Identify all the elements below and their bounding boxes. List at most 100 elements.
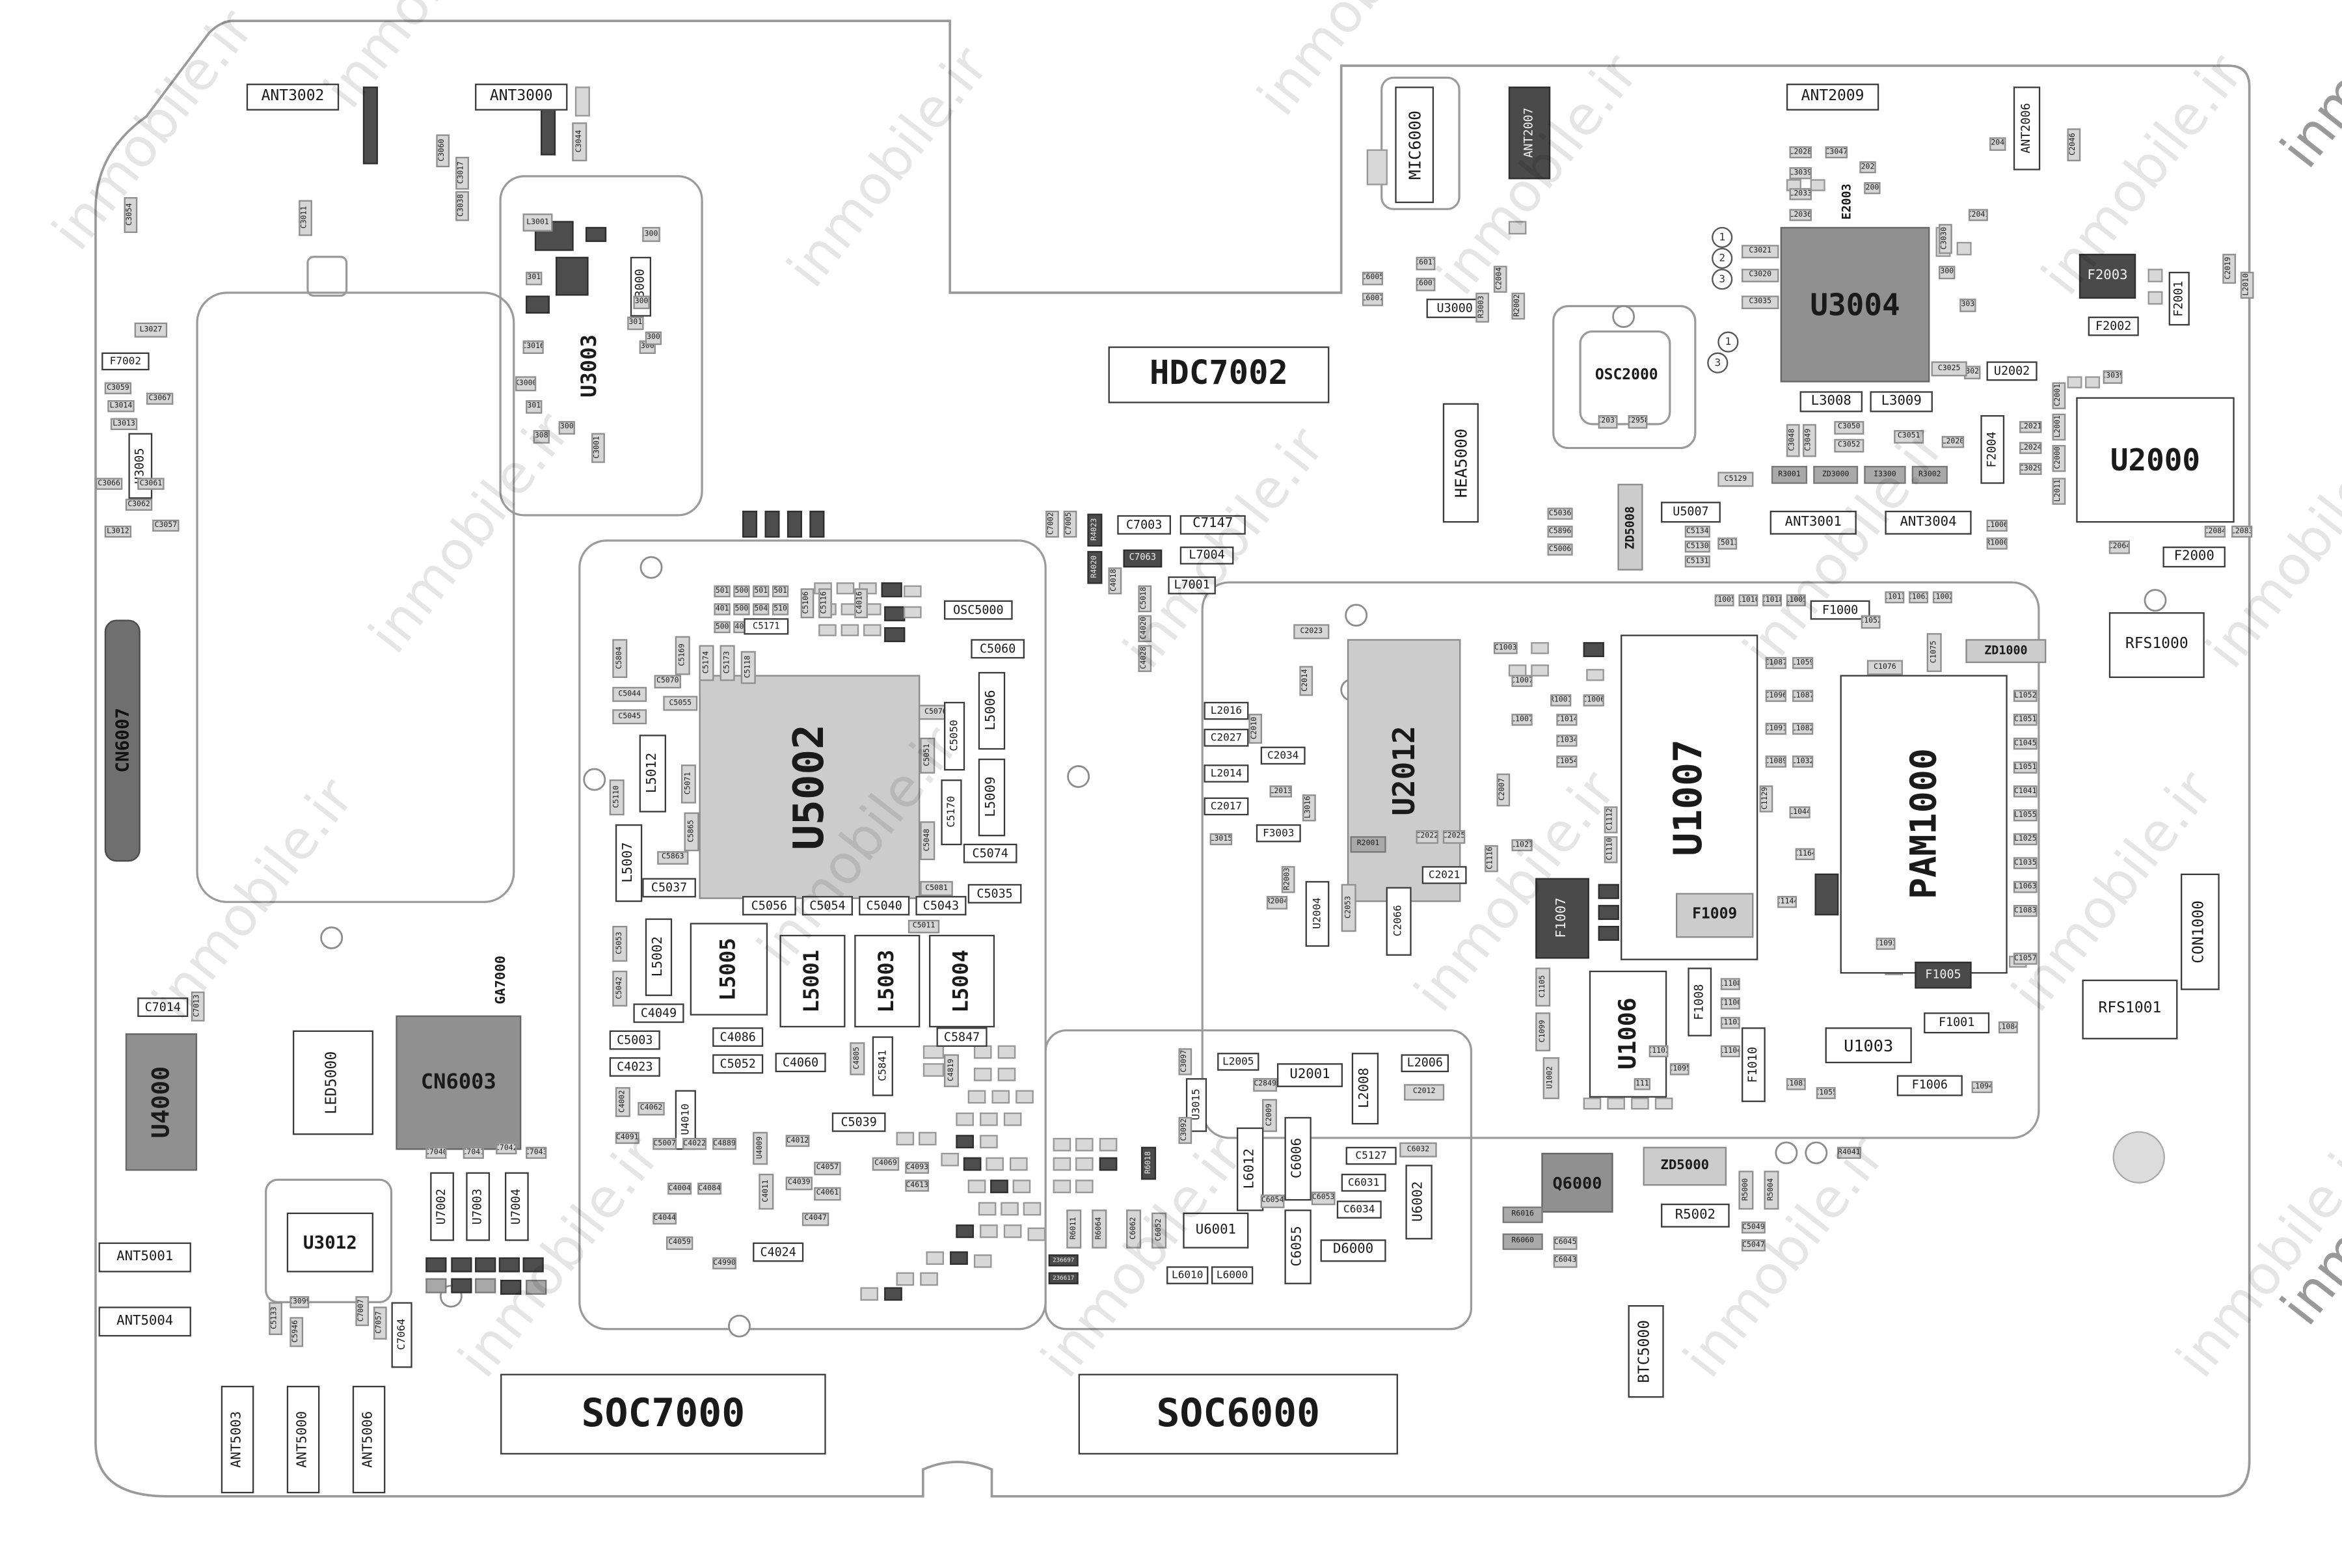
- component-label: F1008: [1692, 984, 1706, 1020]
- component-label: R5000: [1740, 1178, 1750, 1202]
- component-c4990: C4990: [712, 1257, 736, 1269]
- solder-pad: [980, 1135, 998, 1149]
- component-l6012: L6012: [1237, 1127, 1264, 1211]
- component-c1052: C1052: [1861, 615, 1881, 629]
- component-label: C5071: [683, 772, 693, 796]
- component-l2014: L2014: [1204, 764, 1249, 783]
- component-label: C7014: [144, 999, 181, 1014]
- component-label: R6064: [1094, 1217, 1103, 1241]
- component-ant3002: ANT3002: [246, 83, 340, 111]
- component-c3083: C3083: [533, 430, 550, 444]
- component-c6005: C6005: [1362, 271, 1384, 286]
- component-c5110: C5110: [609, 779, 625, 816]
- component-label: C5118: [743, 656, 752, 679]
- fiducial-mark: [2144, 589, 2167, 612]
- component-l5009: L5009: [978, 758, 1006, 837]
- component-c5053: C5053: [612, 926, 628, 962]
- component-zd5000: ZD5000: [1643, 1146, 1727, 1186]
- component-c5896: C5896: [1547, 525, 1573, 538]
- component-label: C3057: [154, 520, 178, 530]
- component-c2017: C2017: [1204, 797, 1249, 816]
- component-label: F1007: [1554, 898, 1569, 939]
- solder-pad: [1023, 1202, 1042, 1216]
- solder-pad: [451, 1278, 472, 1293]
- component-label: I3300: [1874, 469, 1896, 479]
- component-c3016: C3016: [522, 340, 544, 354]
- component-c2023: C2023: [1293, 624, 1330, 640]
- component-l1063: L1063: [2013, 881, 2038, 893]
- component-l2006: L2006: [1401, 1054, 1449, 1072]
- component-u6002: U6002: [1405, 1165, 1433, 1240]
- component-label: L5012: [644, 753, 660, 794]
- component-c5052: C5052: [712, 1054, 764, 1074]
- component-label: C4023: [617, 1059, 653, 1074]
- component-l2005: L2005: [1217, 1053, 1259, 1071]
- component-label: R6018: [1143, 1152, 1153, 1175]
- component-f1010: F1010: [1742, 1027, 1766, 1102]
- component-c6055: C6055: [1284, 1210, 1312, 1284]
- component-l6007: L6007: [1362, 292, 1384, 306]
- solder-pad: [1010, 1157, 1028, 1171]
- component-label: C5130: [1686, 541, 1709, 550]
- component-label: L1081: [1788, 1079, 1804, 1088]
- component-label: C3035: [1749, 297, 1772, 306]
- component-label: C5116: [820, 591, 829, 615]
- component-c5006: C5006: [1547, 543, 1573, 556]
- component-c2066: C2066: [1386, 887, 1412, 956]
- component-label: CN6007: [112, 708, 133, 774]
- solder-pad: [980, 1224, 998, 1238]
- component-c3025: C3025: [1931, 361, 1967, 377]
- component-c2007: C2007: [1496, 773, 1511, 807]
- component-label: C5051: [922, 744, 932, 767]
- component-label: C3038: [457, 195, 466, 218]
- component-l2011: L2011: [2052, 478, 2066, 505]
- component-label: C5863: [662, 852, 684, 862]
- solder-pad: [1075, 1137, 1094, 1152]
- component-l1103: L1103: [1720, 1017, 1740, 1029]
- component-c5048: C5048: [920, 821, 935, 861]
- component-f1001: F1001: [1924, 1012, 1990, 1034]
- component-label: L3001: [526, 217, 549, 226]
- component-label: LED5000: [324, 1051, 341, 1115]
- solder-pad: [2147, 269, 2163, 282]
- component-r4020: R4020: [1087, 550, 1103, 584]
- solder-pad: [941, 1152, 959, 1167]
- component-label: L1082: [1792, 723, 1814, 733]
- component-label: C4049: [640, 1005, 677, 1020]
- component-label: GA7000: [493, 955, 509, 1004]
- solder-pad: [1075, 1157, 1094, 1171]
- component-label: BTC5000: [1637, 1319, 1654, 1383]
- component-l1104: L1104: [1720, 1045, 1740, 1058]
- component-c3050: C3050: [1834, 421, 1864, 435]
- component-label: C5046: [754, 604, 768, 614]
- component-c4022: C4022: [682, 1137, 707, 1150]
- solder-pad: [498, 1257, 520, 1273]
- component-label: C5076: [924, 707, 947, 716]
- component-c7147: C7147: [1179, 515, 1246, 535]
- component-label: ZD5000: [1660, 1157, 1710, 1173]
- component-label: ANT2007: [1522, 107, 1536, 158]
- solder-pad: [574, 87, 590, 117]
- solder-pad: [1654, 1097, 1673, 1110]
- component-label: C3044: [574, 130, 584, 154]
- component-label: C2005: [1865, 183, 1879, 192]
- component-label: C5946: [291, 1321, 301, 1344]
- shield-outline: [265, 1178, 393, 1304]
- component-label: C5018: [1139, 588, 1149, 610]
- component-label: L3039: [1789, 168, 1812, 177]
- component-label: SOC7000: [581, 1392, 746, 1437]
- component-label: C7043: [526, 1147, 547, 1157]
- component-c4069: C4069: [872, 1157, 900, 1171]
- component-label: C4014: [715, 604, 729, 614]
- component-label: U7004: [509, 1188, 523, 1225]
- component-label: L5003: [875, 949, 900, 1013]
- component-u5007: U5007: [1661, 502, 1721, 523]
- component-label: C5804: [614, 647, 624, 670]
- component-ant5003: ANT5003: [221, 1385, 254, 1494]
- solder-pad: [1508, 221, 1527, 235]
- component-label: L1013: [1887, 592, 1903, 601]
- component-f2003: F2003: [2079, 254, 2136, 299]
- component-label: C2012: [1412, 1087, 1436, 1096]
- component-u7002: U7002: [430, 1172, 454, 1241]
- component-label: L2033: [1789, 189, 1812, 198]
